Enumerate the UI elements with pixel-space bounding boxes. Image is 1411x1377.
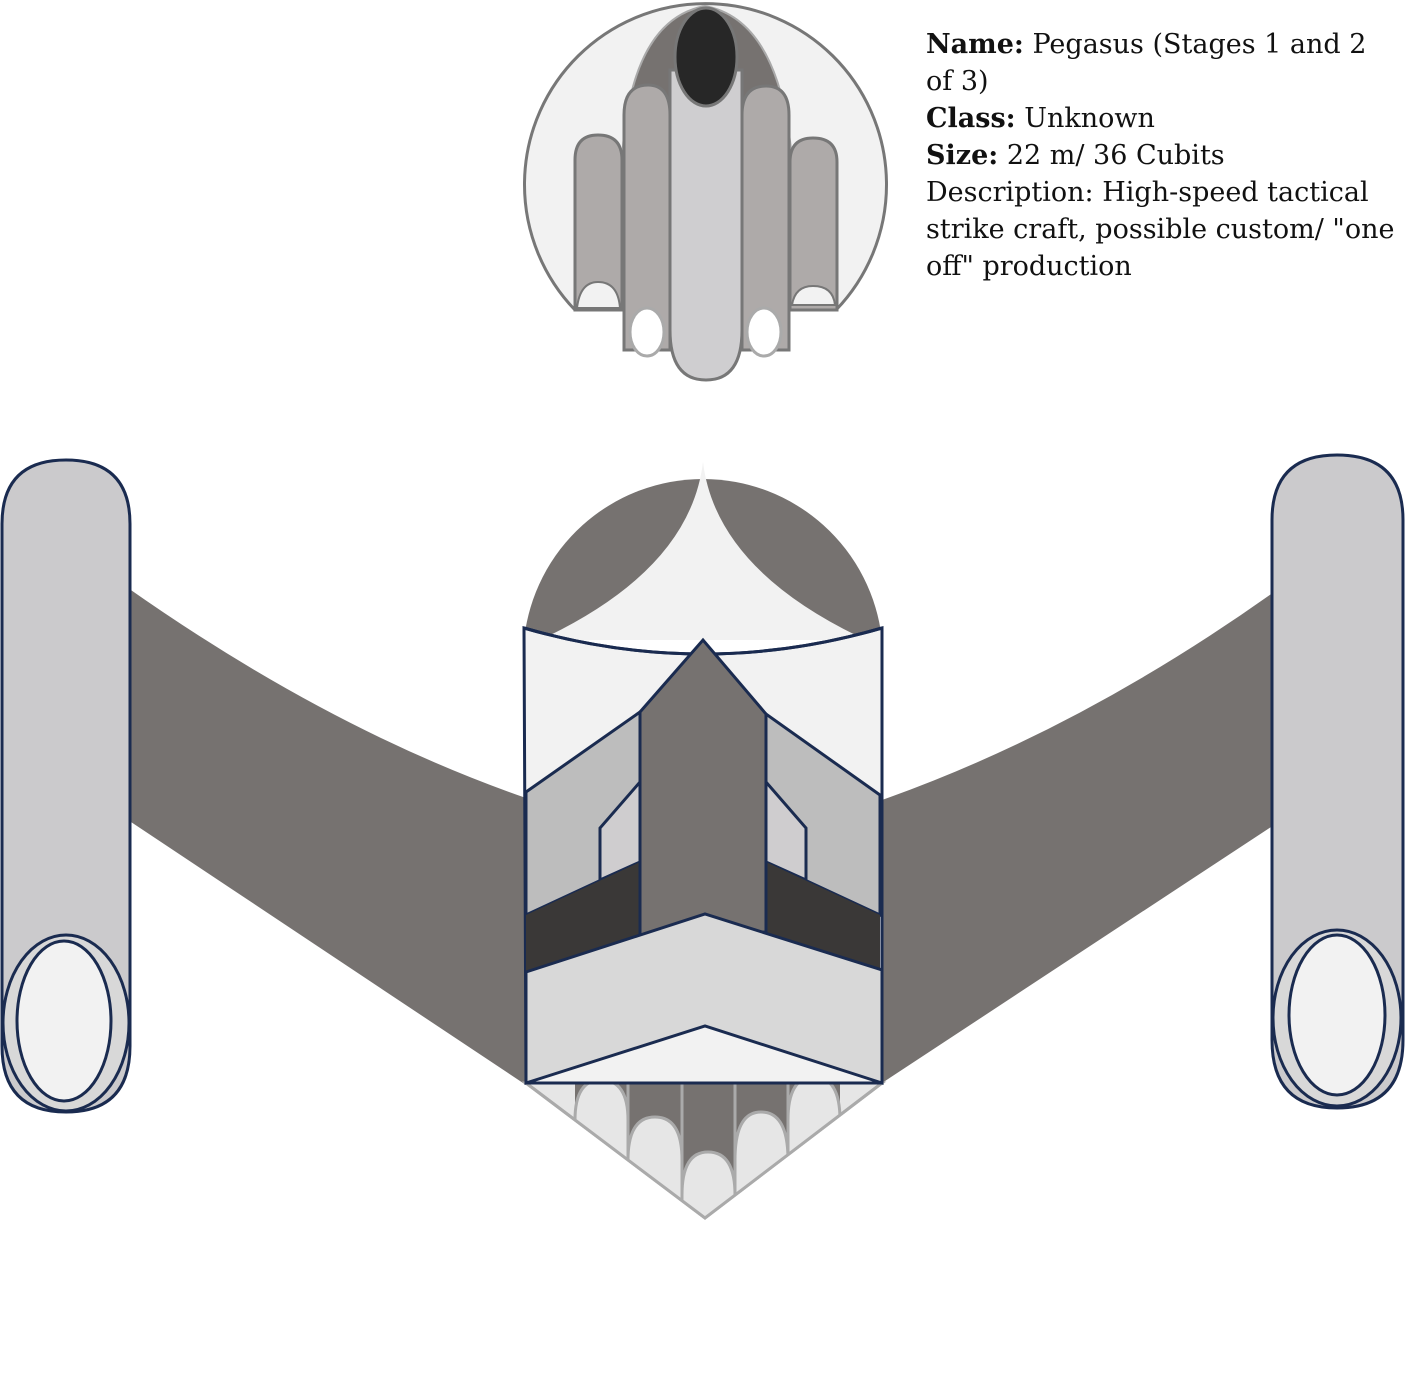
- shadow-band-left: [526, 862, 640, 972]
- class-value: Unknown: [1015, 103, 1155, 134]
- size-value: 22 m/ 36 Cubits: [998, 140, 1225, 171]
- top-view: [523, 2, 888, 382]
- outer-pod-left: [573, 133, 624, 312]
- engine-right: [745, 306, 783, 358]
- cockpit: [673, 6, 739, 108]
- name-line: Name: Pegasus (Stages 1 and 2 of 3): [926, 26, 1396, 100]
- outer-pod-right: [788, 136, 839, 312]
- pod-left-exhaust: [15, 939, 113, 1103]
- size-line: Size: 22 m/ 36 Cubits: [926, 137, 1396, 174]
- name-value: Pegasus (Stages 1 and 2 of 3): [926, 29, 1367, 97]
- size-label: Size:: [926, 140, 999, 171]
- bottom-view: [0, 453, 1405, 1220]
- nose-spine: [638, 637, 768, 937]
- name-label: Name:: [926, 29, 1024, 60]
- center-fuselage: [668, 68, 744, 382]
- shadow-band-right: [766, 862, 880, 972]
- wing-right: [882, 592, 1274, 1083]
- engine-left: [628, 306, 666, 358]
- dome-highlight: [540, 462, 866, 640]
- wing-left: [128, 588, 526, 1085]
- pod-right-exhaust: [1287, 933, 1387, 1097]
- chevron-band: [524, 912, 884, 1086]
- ship-info: Name: Pegasus (Stages 1 and 2 of 3) Clas…: [926, 26, 1396, 285]
- outer-pod-right-exhaust: [790, 284, 837, 306]
- description: Description: High-speed tactical strike …: [926, 177, 1395, 282]
- class-label: Class:: [926, 103, 1016, 134]
- class-line: Class: Unknown: [926, 100, 1396, 137]
- outer-pod-left-exhaust: [575, 280, 622, 309]
